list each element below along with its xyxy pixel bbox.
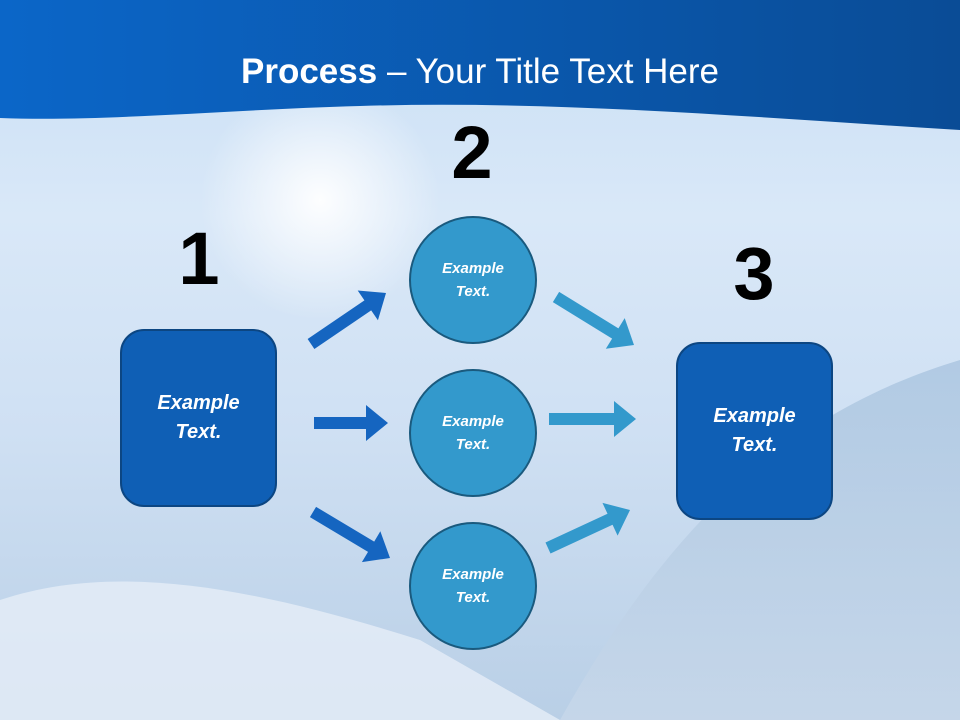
header-band [0,0,960,130]
step-number-3: 3 [733,232,775,315]
circle-text-line2: Text. [455,589,491,606]
title-bold: Process [241,52,378,91]
box-text-line1: Example [713,405,796,427]
circle-text-line2: Text. [455,436,491,453]
arrow-top-to-3-icon [552,291,634,349]
circle-text-line2: Text. [455,283,491,300]
arrow-1-to-middle-icon [314,405,388,441]
circle-text-line1: Example [442,566,504,583]
circle-text-line1: Example [442,413,504,430]
sun-glow [200,80,440,320]
foam [0,581,560,720]
slide-title: Process – Your Title Text Here [0,52,960,92]
arrows [307,290,636,563]
box-text-line2: Text. [731,434,778,456]
box-text-line1: Example [157,392,240,414]
arrow-middle-to-3-icon [549,401,636,437]
arrow-1-to-bottom-icon [309,506,390,563]
arrow-1-to-top-icon [307,290,386,349]
step-number-1: 1 [178,217,220,300]
title-rest: – Your Title Text Here [377,52,719,91]
arrow-bottom-to-3-icon [545,502,630,554]
wave [560,360,960,720]
circle-text-line1: Example [442,260,504,277]
box-text-line2: Text. [175,421,222,443]
step-number-2: 2 [451,111,493,194]
